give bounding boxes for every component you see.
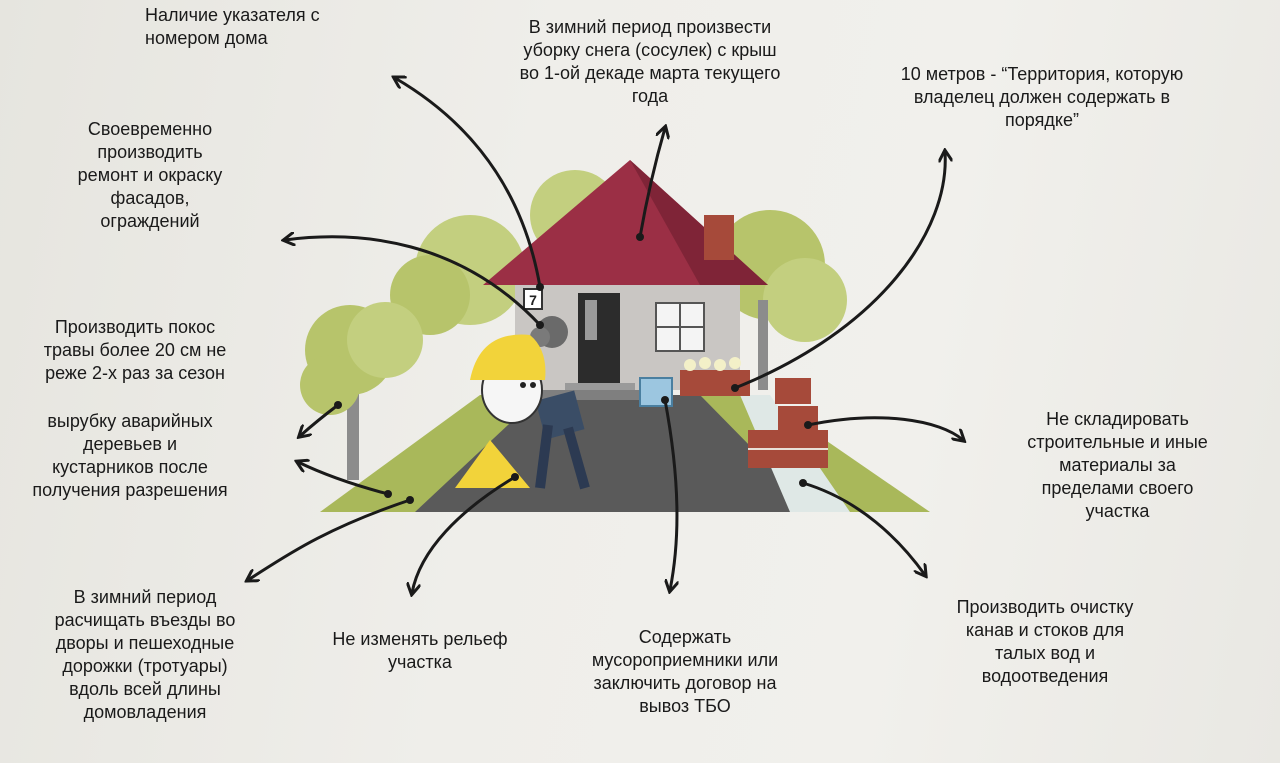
brick-stack	[748, 378, 828, 468]
note-house-number-sign: Наличие указателя с номером дома	[145, 5, 320, 48]
note-facade-repair: Своевременно производить ремонт и окраск…	[77, 119, 223, 231]
ground	[320, 395, 930, 512]
note-winter-clearing: В зимний период расчищать въезды во двор…	[54, 587, 236, 722]
connector-arrows	[248, 78, 963, 593]
note-tree-cutting: вырубку аварийных деревьев и кустарников…	[32, 411, 228, 500]
arrow-origin-dots	[334, 233, 812, 504]
note-snow-removal-roof: В зимний период произвести уборку снега …	[519, 17, 781, 106]
note-ten-meters-territory: 10 метров - “Территория, которую владеле…	[900, 64, 1184, 130]
note-garbage-containers: Содержать мусороприемники или заключить …	[591, 627, 779, 716]
worker	[455, 334, 590, 490]
note-terrain-relief: Не изменять рельеф участка	[332, 629, 508, 672]
house: 7	[483, 160, 768, 407]
front-tree	[300, 302, 423, 480]
note-no-materials-storage: Не складировать строительные и иные мате…	[1027, 409, 1208, 521]
house-number: 7	[529, 292, 537, 308]
note-grass-mowing: Производить покос травы более 20 см не р…	[43, 317, 227, 383]
note-ditch-cleaning: Производить очистку канав и стоков для т…	[956, 597, 1134, 686]
